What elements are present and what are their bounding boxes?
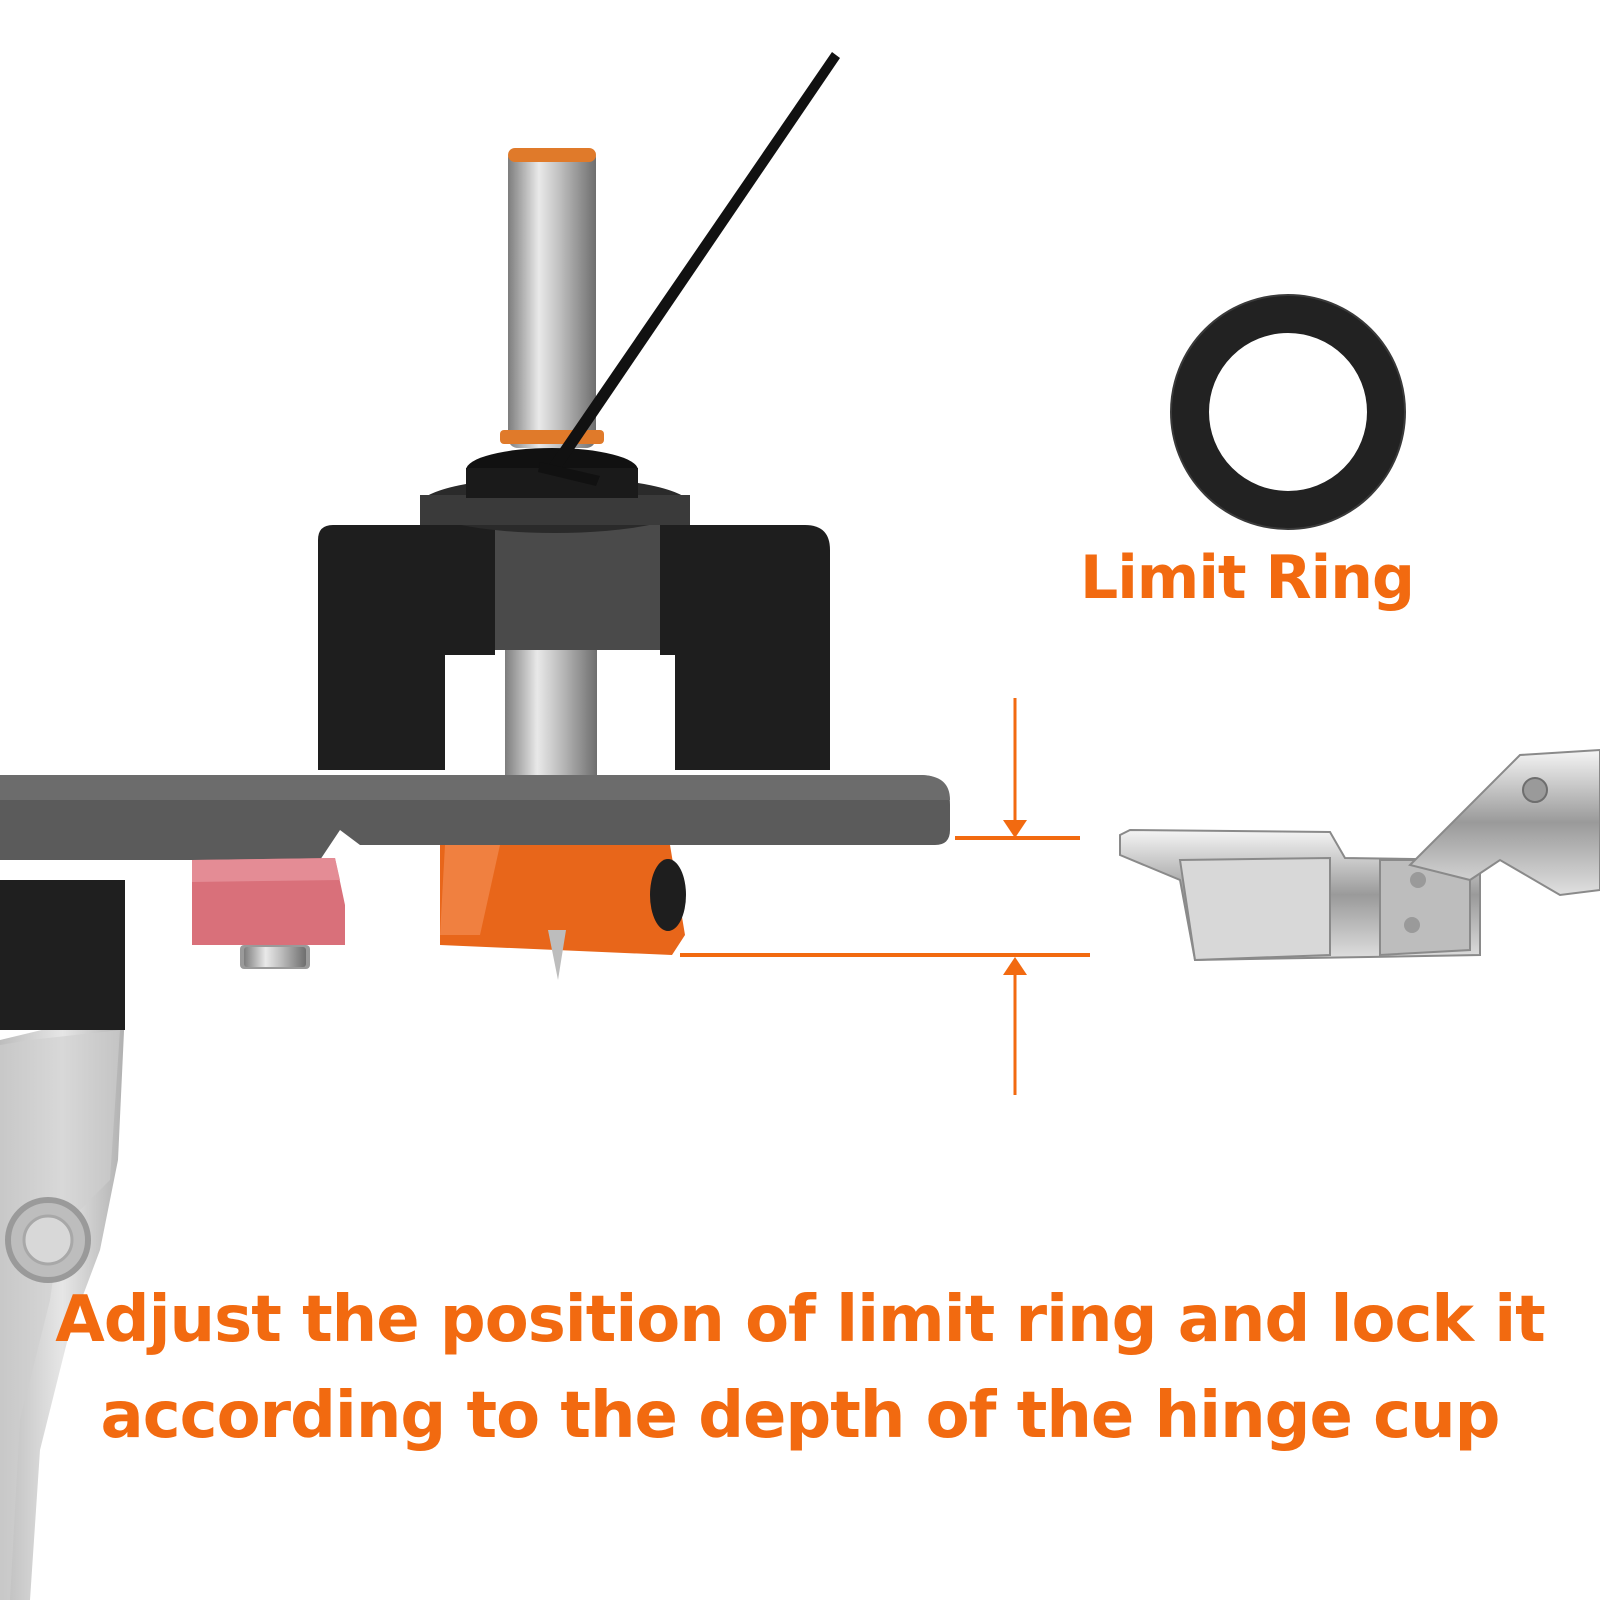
limit-ring-label: Limit Ring <box>1080 543 1415 613</box>
limit-ring <box>1170 294 1406 530</box>
caption-line-1: Adjust the position of limit ring and lo… <box>55 1283 1546 1357</box>
cabinet-hinge <box>1119 748 1600 962</box>
caption: Adjust the position of limit ring and lo… <box>0 1272 1600 1464</box>
clamp-handle <box>0 880 125 1600</box>
forstner-bit <box>440 845 686 980</box>
caption-line-2: according to the depth of the hinge cup <box>100 1379 1501 1453</box>
drill-shaft <box>500 148 604 775</box>
hex-key <box>538 52 840 486</box>
depth-indicator <box>680 698 1090 1095</box>
base-plate <box>0 775 950 860</box>
stop-block <box>192 858 345 969</box>
